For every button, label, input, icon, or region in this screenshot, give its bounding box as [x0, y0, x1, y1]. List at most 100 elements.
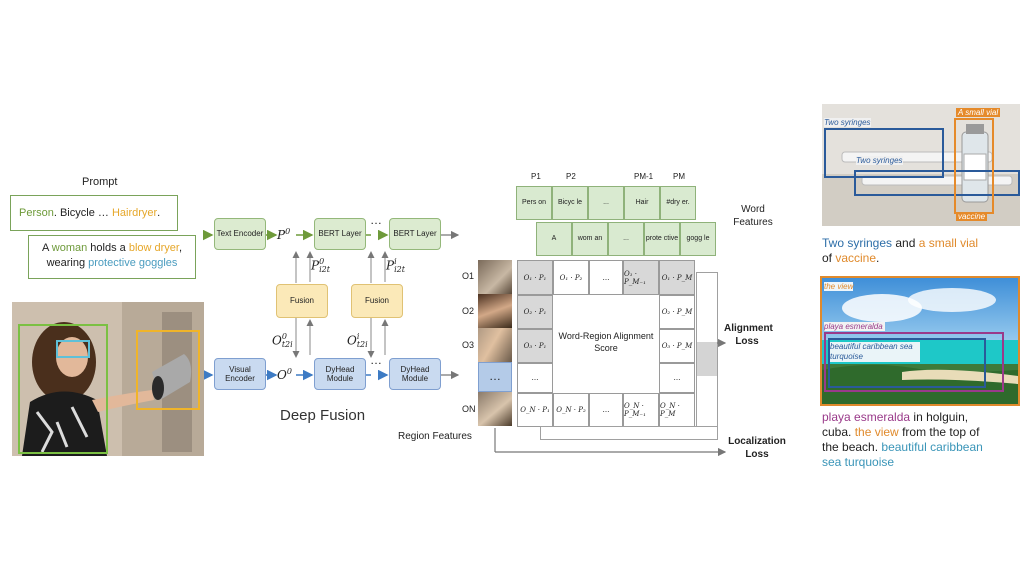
caption-phrase-view: the view	[854, 425, 899, 439]
label-tag-vaccine: vaccine	[956, 212, 988, 221]
caption-phrase-vial: a small vial	[918, 236, 979, 250]
bbox-woman	[18, 324, 108, 454]
localization-loss-label: Localization Loss	[728, 436, 786, 460]
matrix-cell-r2-0: O₂ · P₁	[517, 295, 553, 329]
word-token-row1-3: Hair	[624, 186, 660, 220]
prompt-word-goggles: protective goggles	[88, 257, 178, 269]
matrix-cell-r4-0: …	[517, 363, 553, 393]
bbox-blow-dryer	[136, 330, 200, 410]
word-header-p2: P2	[566, 172, 576, 181]
prompt-box-detection: Person . Bicycle … Hairdryer .	[10, 195, 178, 231]
word-header-pm1: PM-1	[634, 172, 654, 181]
matrix-cell-r1-3: O₁ · P_M₋₁	[623, 260, 659, 295]
matrix-cell-r4-4: …	[659, 363, 695, 393]
region-label-o3: O3	[462, 340, 475, 350]
prompt-word-woman: woman	[51, 242, 88, 254]
bbox-goggles	[56, 340, 90, 358]
matrix-cell-r5-4: O_N · P_M	[659, 393, 695, 427]
word-features-label: Word Features	[733, 204, 773, 228]
visual-encoder-block: Visual Encoder	[214, 358, 266, 390]
matrix-cell-r1-2: …	[589, 260, 623, 295]
prompt-title: Prompt	[82, 176, 118, 188]
matrix-cell-r1-0: O₁ · P₁	[517, 260, 553, 295]
label-tag-view: the view	[824, 282, 854, 291]
prompt-box-grounding: A woman holds a blow dryer, wearing prot…	[28, 235, 196, 279]
dyhead-module-block-1: DyHead Module	[314, 358, 366, 390]
matrix-cell-r1-4: O₁ · P_M	[659, 260, 695, 295]
matrix-cell-r5-2: …	[589, 393, 623, 427]
matrix-cell-r3-0: O₃ · P₁	[517, 329, 553, 363]
prompt-sep-1: . Bicycle …	[53, 206, 112, 219]
fusion-block-1: Fusion	[276, 284, 328, 318]
bbox-beach	[828, 338, 986, 388]
label-tag-playa: playa esmeralda	[824, 322, 885, 331]
syringe-photo: Two syringes Two syringes A small vial v…	[822, 104, 1020, 226]
caption-phrase-playa: playa esmeralda	[822, 410, 911, 424]
caption-syringes: Two syringes and a small vial of vaccine…	[822, 236, 979, 265]
label-tag-syringes-1: Two syringes	[824, 118, 871, 127]
beach-photo-illustration	[822, 278, 1018, 404]
label-o0: O0	[277, 367, 292, 382]
woman-photo-illustration	[12, 302, 204, 456]
matrix-cell-r3-4: O₃ · P_M	[659, 329, 695, 363]
matrix-cell-r5-0: O_N · P₁	[517, 393, 553, 427]
matrix-center-area	[554, 295, 658, 392]
alignment-loss-label: Alignment Loss	[724, 323, 773, 347]
bbox-vial	[954, 118, 994, 214]
prompt-grounding-line-1: A woman holds a blow dryer,	[41, 242, 183, 254]
caption-beach: playa esmeralda in holguin, cuba. the vi…	[822, 410, 983, 469]
word-token-row2-4: gogg le	[680, 222, 716, 256]
fusion-block-2: Fusion	[351, 284, 403, 318]
region-label-on: ON	[462, 404, 476, 414]
prompt-sep-2: .	[157, 206, 161, 219]
word-token-row1-1: Bicyc le	[552, 186, 588, 220]
region-label-o1: O1	[462, 271, 475, 281]
dyhead-module-block-2: DyHead Module	[389, 358, 441, 390]
region-crop-ellipsis: …	[478, 362, 512, 392]
deep-fusion-title: Deep Fusion	[280, 407, 366, 424]
word-token-row1-2: ...	[588, 186, 624, 220]
word-token-row1-4: #dry er.	[660, 186, 696, 220]
region-label-o2: O2	[462, 306, 475, 316]
bert-layer-block-1: BERT Layer	[314, 218, 366, 250]
beach-photo: the view playa esmeralda beautiful carib…	[820, 276, 1020, 406]
prompt-word-hairdryer: Hairdryer	[111, 206, 158, 219]
region-crop-n	[478, 392, 512, 426]
ellipsis-text-path: …	[370, 213, 382, 227]
label-tag-beach: beautiful caribbean sea turquoise	[830, 342, 920, 362]
bert-layer-block-2: BERT Layer	[389, 218, 441, 250]
word-header-p1: P1	[531, 172, 541, 181]
word-token-row2-2: ...	[608, 222, 644, 256]
text-encoder-block: Text Encoder	[214, 218, 266, 250]
matrix-stack-bottom	[540, 426, 718, 440]
caption-phrase-syringes: Two syringes	[822, 236, 893, 250]
matrix-cell-r1-1: O₁ · P₂	[553, 260, 589, 295]
bbox-playa	[824, 332, 1004, 392]
ellipsis-visual-path: …	[370, 353, 382, 367]
bbox-syringes-1	[824, 128, 944, 178]
label-tag-vial: A small vial	[956, 108, 1001, 117]
region-features-label: Region Features	[398, 431, 472, 442]
matrix-cell-r5-3: O_N · P_M₋₁	[623, 393, 659, 427]
woman-photo	[12, 302, 204, 456]
word-token-row2-1: wom an	[572, 222, 608, 256]
label-tag-syringes-2: Two syringes	[856, 156, 903, 165]
label-p0: P0	[277, 227, 291, 242]
caption-phrase-beach: beautiful caribbean	[881, 440, 983, 454]
region-crop-3	[478, 328, 512, 362]
word-header-pm: PM	[673, 172, 685, 181]
prompt-word-blow-dryer: blow dryer	[128, 242, 179, 254]
prompt-word-person: Person	[19, 206, 54, 219]
prompt-grounding-line-2: wearing protective goggles	[46, 257, 178, 269]
matrix-center-label: Word-Region Alignment Score	[558, 331, 654, 353]
word-token-row2-3: prote ctive	[644, 222, 680, 256]
matrix-cell-r5-1: O_N · P₂	[553, 393, 589, 427]
matrix-stack-gray	[697, 342, 717, 376]
region-crop-2	[478, 294, 512, 328]
word-token-row1-0: Pers on	[516, 186, 552, 220]
word-token-row2-0: A	[536, 222, 572, 256]
